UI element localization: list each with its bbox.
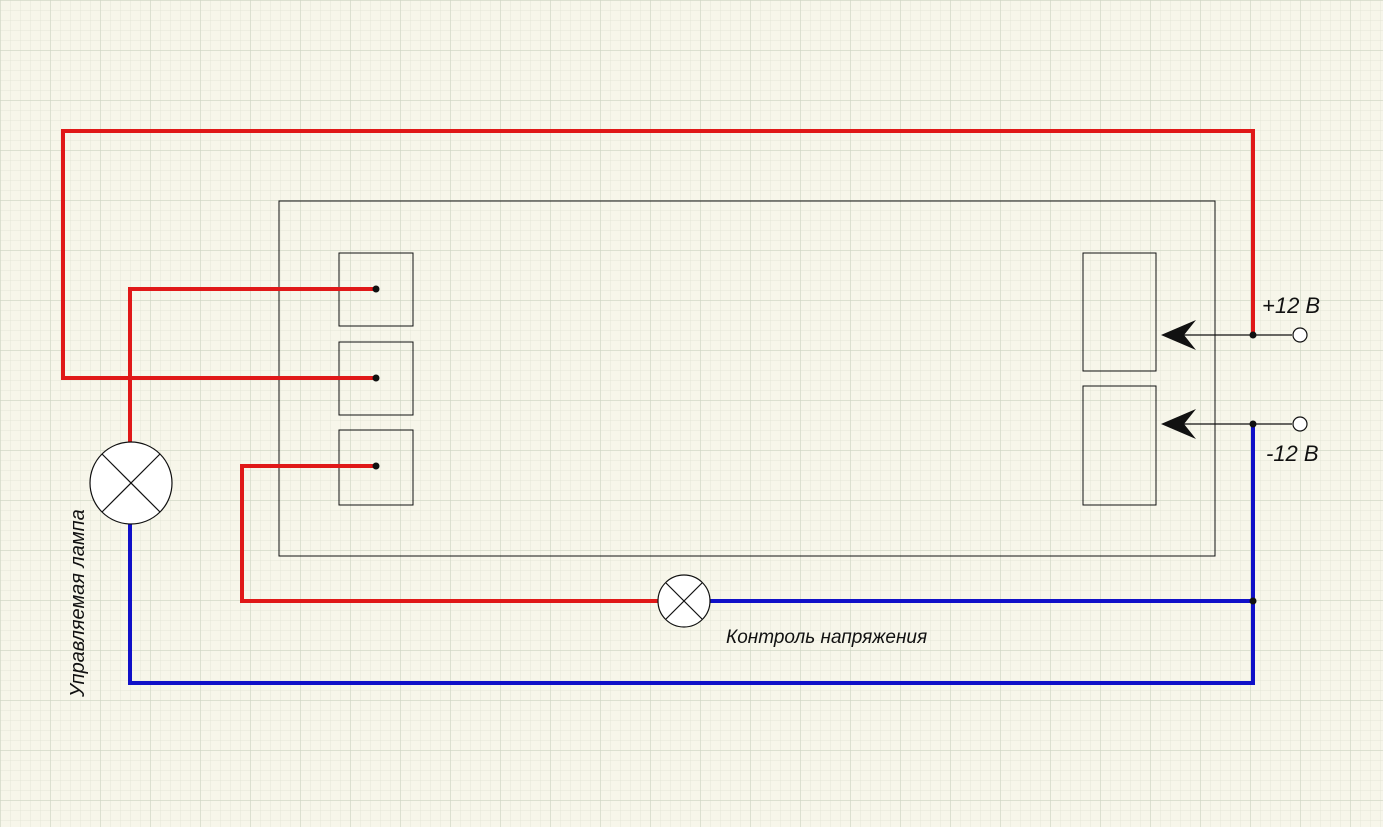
junction-dot <box>1249 597 1257 605</box>
power-connector-plus <box>1082 252 1157 372</box>
positive-feed-wire <box>61 129 1255 380</box>
controlled-lamp-icon <box>89 441 173 525</box>
lamp-return-wire <box>128 422 1255 685</box>
plus-supply-label: +12 В <box>1262 293 1320 318</box>
minus-supply-label: -12 В <box>1266 441 1319 466</box>
controlled-lamp-label: Управляемая лампа <box>67 509 89 698</box>
indicator-feed-wire <box>240 464 658 603</box>
voltage-indicator-label: Контроль напряжения <box>726 627 927 648</box>
lamp-switched-wire <box>128 287 376 443</box>
junction-dot <box>1249 420 1257 428</box>
junction-dot <box>372 285 380 293</box>
junction-dot <box>372 374 380 382</box>
plus-input-arrow-icon <box>1161 320 1196 350</box>
minus-supply-terminal <box>1292 416 1308 432</box>
indicator-lamp-icon <box>657 574 711 628</box>
relay-module-body <box>278 200 1216 557</box>
plus-supply-terminal <box>1292 327 1308 343</box>
junction-dot <box>1249 331 1257 339</box>
minus-input-arrow-icon <box>1161 409 1196 439</box>
power-connector-minus <box>1082 385 1157 506</box>
junction-dot <box>372 462 380 470</box>
